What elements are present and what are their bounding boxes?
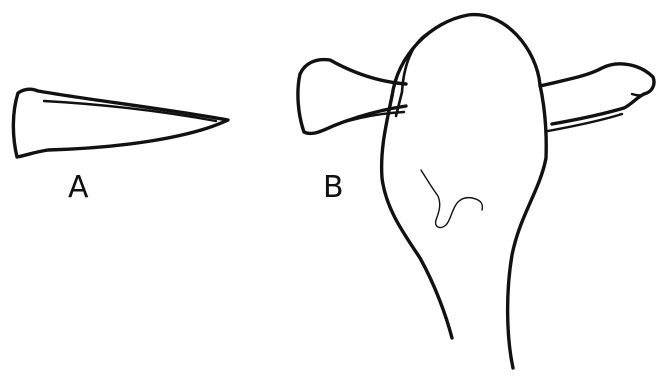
figure-b-body-outline [392, 15, 546, 368]
figure-b-right-process [540, 64, 654, 124]
figure-b: B [298, 15, 654, 368]
figure-a-outline [13, 89, 228, 157]
figure-b-right-process-tip [632, 92, 648, 95]
figure-b-left-process [298, 60, 406, 134]
figure-a: A [13, 89, 228, 205]
figure-b-body-left-side [382, 96, 452, 338]
figure-b-outer-contour [396, 32, 430, 116]
figure-a-label: A [68, 170, 89, 205]
figure-b-label: B [323, 170, 344, 205]
figure-b-squiggle [421, 170, 482, 227]
